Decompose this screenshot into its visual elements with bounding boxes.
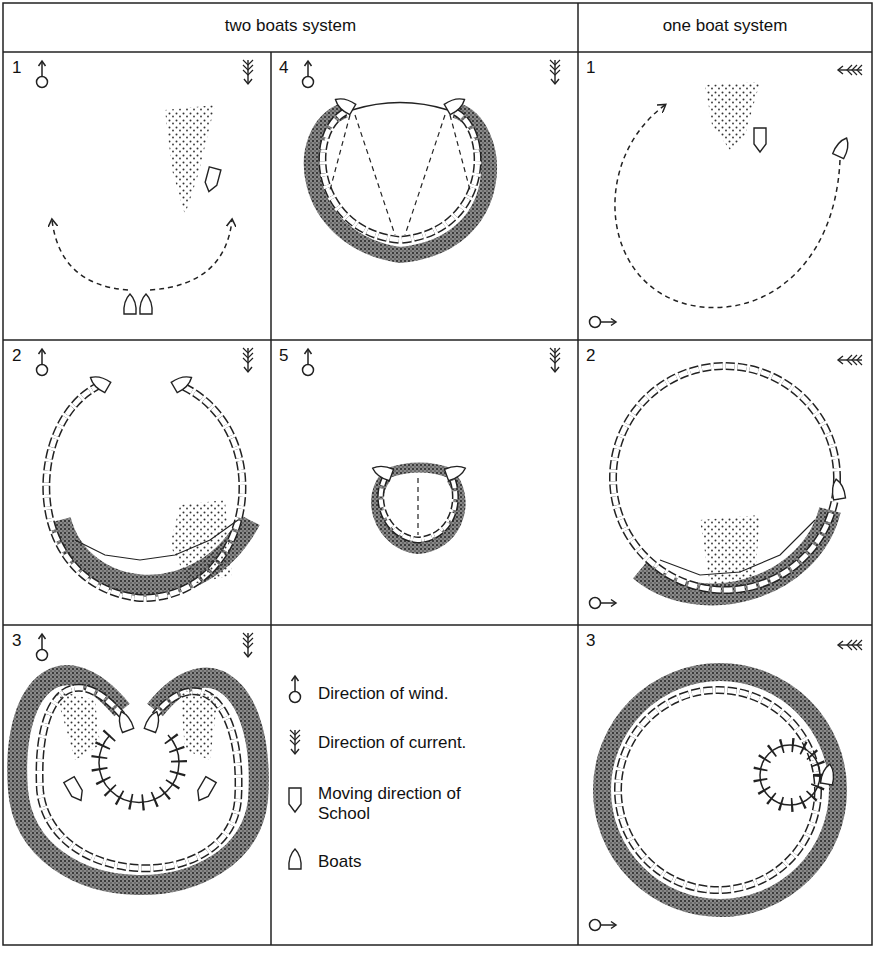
panel-number: 1	[12, 58, 21, 78]
panel-one-1	[615, 82, 852, 308]
panel-number: 5	[279, 346, 288, 366]
legend-symbols	[289, 676, 301, 869]
panel-number: 2	[12, 346, 21, 366]
panel-one-3	[602, 672, 838, 908]
panel-two-4	[312, 94, 489, 255]
table-frame	[3, 3, 872, 945]
column-heading: one boat system	[578, 16, 872, 36]
panel-number: 3	[12, 631, 21, 651]
panel-number: 1	[586, 58, 595, 78]
wind-current-symbols	[37, 60, 863, 931]
panel-two-2	[46, 372, 250, 598]
column-heading: two boats system	[3, 16, 578, 36]
panel-number: 4	[279, 58, 288, 78]
panel-number: 2	[586, 346, 595, 366]
panel-number: 3	[586, 631, 595, 651]
panel-two-1	[52, 105, 232, 314]
legend-text: Direction of wind.	[318, 684, 558, 704]
legend-text: Direction of current.	[318, 733, 558, 753]
legend-text: Moving direction of School	[318, 784, 493, 823]
legend-text: Boats	[318, 852, 558, 872]
panel-two-5	[371, 462, 468, 548]
panel-one-2	[613, 366, 846, 594]
panel-two-3	[17, 675, 259, 885]
